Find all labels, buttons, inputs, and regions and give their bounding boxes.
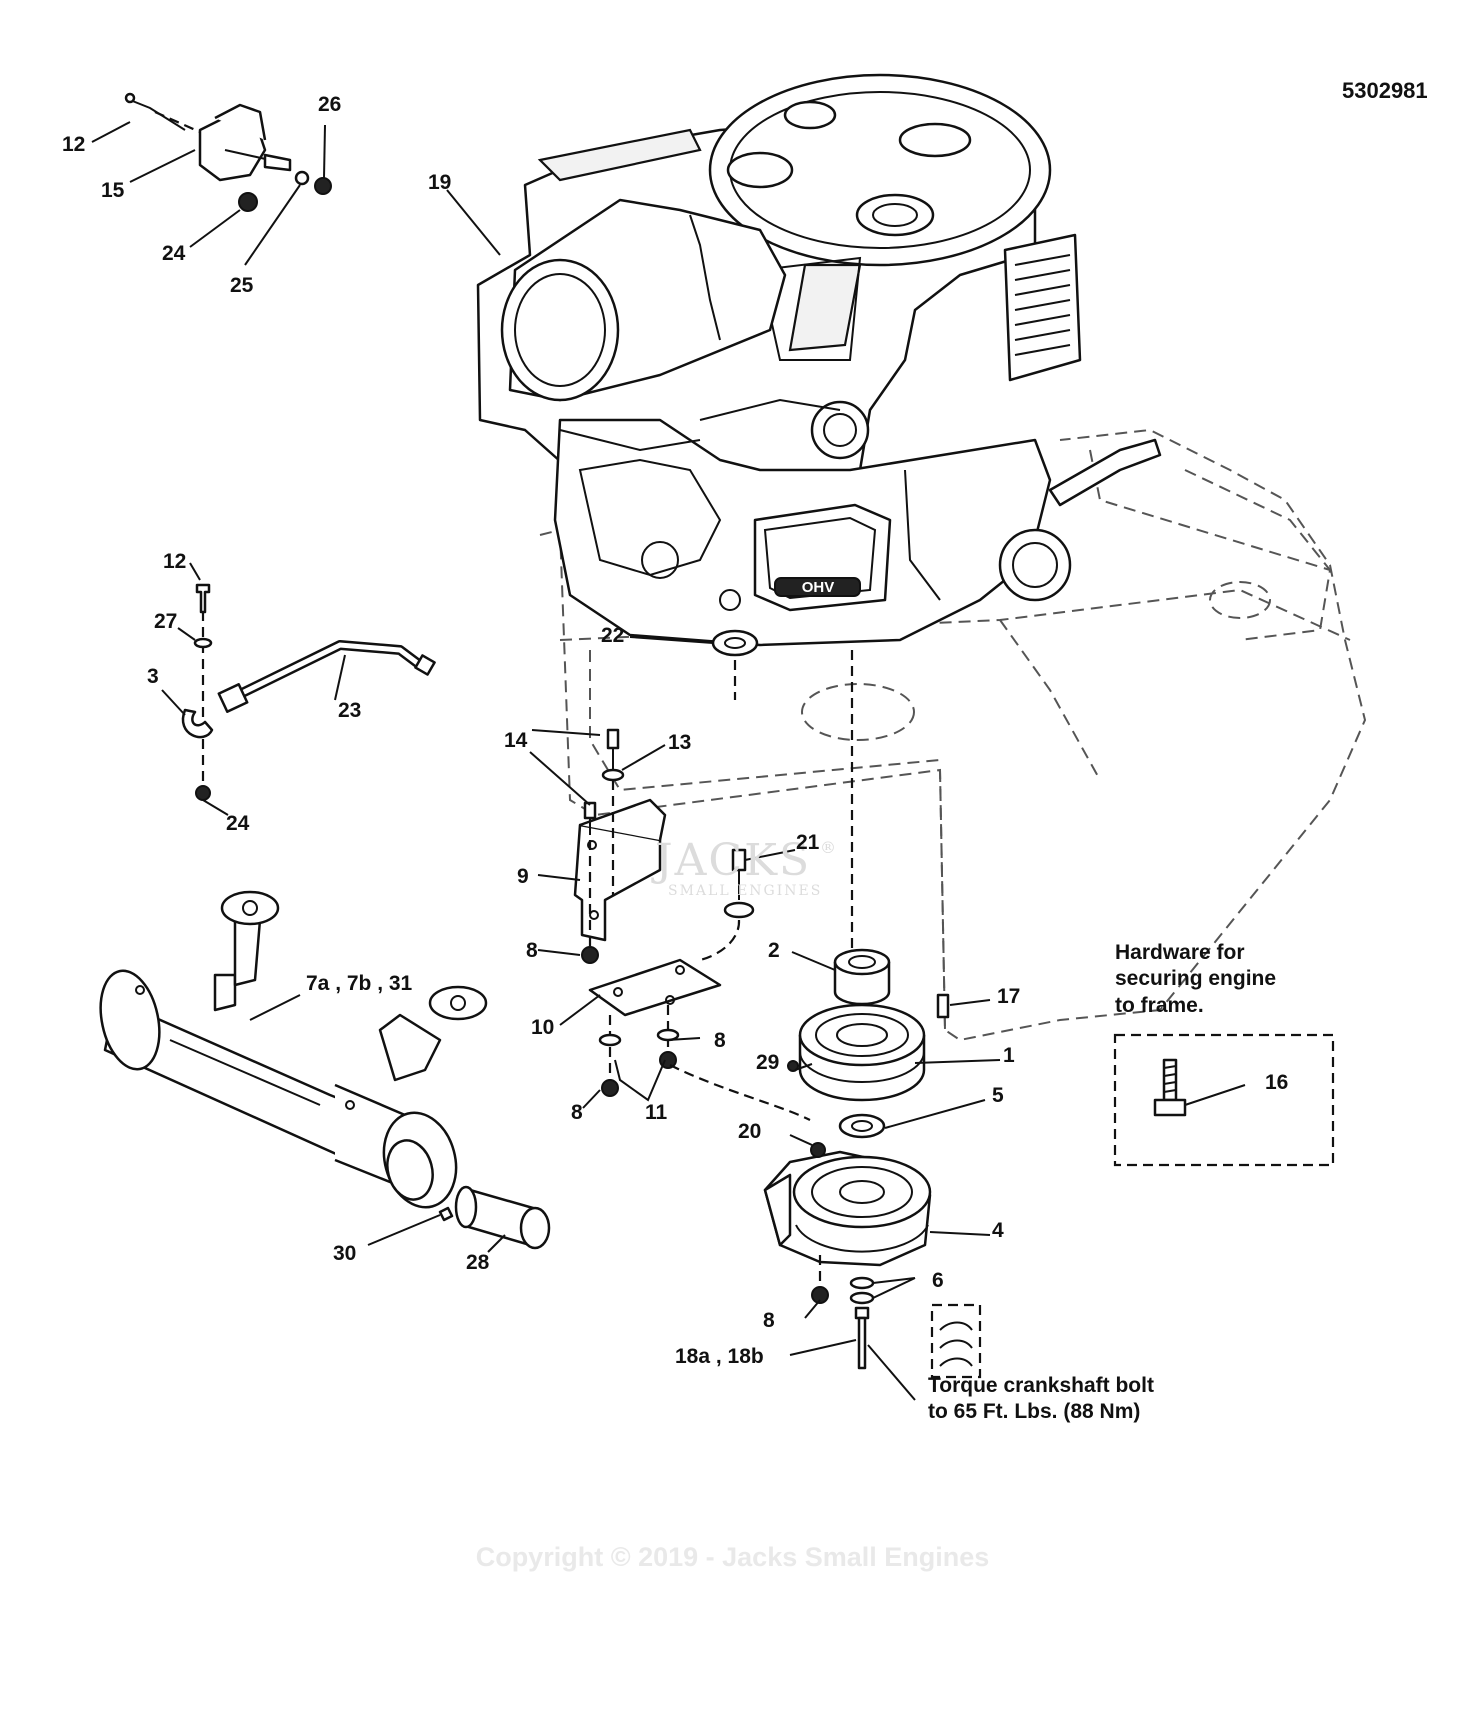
callout-8: 8 xyxy=(763,1309,775,1332)
callout-24: 24 xyxy=(226,812,250,835)
callout-24: 24 xyxy=(162,242,186,265)
callout-26: 26 xyxy=(318,93,342,116)
callout-10: 10 xyxy=(531,1016,555,1039)
callout-3: 3 xyxy=(147,665,159,688)
callout-16: 16 xyxy=(1265,1071,1289,1094)
callout-22: 22 xyxy=(601,624,625,647)
callout-6: 6 xyxy=(932,1269,944,1292)
clutch-assembly xyxy=(711,629,982,1379)
callout-1: 1 xyxy=(1003,1044,1015,1067)
callout-17: 17 xyxy=(997,985,1021,1008)
callout-21: 21 xyxy=(796,831,820,854)
engine-assembly: OHV xyxy=(476,73,1162,647)
callout-15: 15 xyxy=(101,179,125,202)
hardware-note-line: Hardware for xyxy=(1115,941,1245,964)
plate-assembly xyxy=(588,958,811,1121)
leader-lines xyxy=(91,121,1246,1401)
callout-19: 19 xyxy=(428,171,452,194)
callout-18a-18b: 18a , 18b xyxy=(675,1345,764,1368)
torque-note-line: Torque crankshaft bolt xyxy=(928,1374,1154,1397)
callout-25: 25 xyxy=(230,274,254,297)
engine-bracket xyxy=(573,728,755,964)
copyright-text: Copyright © 2019 - Jacks Small Engines xyxy=(475,1542,990,1572)
hardware-note: Hardware for securing engine to frame. xyxy=(1115,940,1276,1019)
callout-14: 14 xyxy=(504,729,528,752)
callout-13: 13 xyxy=(668,731,692,754)
callout-11: 11 xyxy=(645,1101,668,1124)
ohv-badge: OHV xyxy=(802,579,835,596)
hardware-note-line: securing engine xyxy=(1115,967,1277,991)
callout-4: 4 xyxy=(992,1219,1004,1242)
torque-note-line: to 65 Ft. Lbs. (88 Nm) xyxy=(928,1400,1141,1424)
callout-20: 20 xyxy=(738,1120,762,1143)
callout-27: 27 xyxy=(154,610,178,633)
fuel-pump xyxy=(124,92,332,212)
callout-8: 8 xyxy=(571,1101,583,1124)
fuel-line xyxy=(181,583,436,801)
diagram-id: 5302981 xyxy=(1342,78,1428,103)
torque-note: Torque crankshaft bolt to 65 Ft. Lbs. (8… xyxy=(928,1373,1154,1426)
callout-30: 30 xyxy=(333,1242,357,1265)
callout-7a-7b-31: 7a , 7b , 31 xyxy=(306,972,413,995)
callout-5: 5 xyxy=(992,1084,1004,1107)
muffler xyxy=(99,890,551,1250)
callout-12: 12 xyxy=(62,133,86,156)
watermark-registered: ® xyxy=(820,838,836,857)
hardware-box xyxy=(1113,1033,1335,1167)
callout-8: 8 xyxy=(526,939,538,962)
callout-8: 8 xyxy=(714,1029,726,1052)
callout-2: 2 xyxy=(768,939,780,962)
callout-28: 28 xyxy=(466,1251,490,1274)
watermark-subtitle: SMALL ENGINES xyxy=(668,883,823,899)
callout-9: 9 xyxy=(517,865,529,888)
callout-12: 12 xyxy=(163,550,187,573)
hardware-note-line: to frame. xyxy=(1115,993,1204,1017)
watermark-logo: JACKS xyxy=(655,835,812,886)
callout-23: 23 xyxy=(338,699,362,722)
callout-29: 29 xyxy=(756,1051,780,1074)
